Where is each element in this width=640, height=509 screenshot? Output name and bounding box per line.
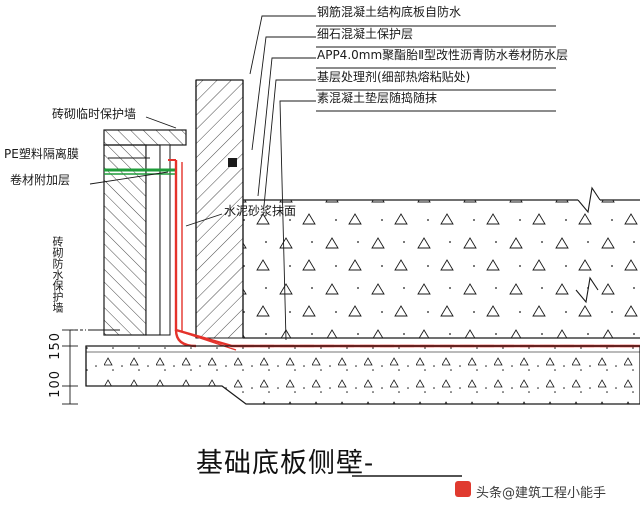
label-permanent-waterproof-wall: 砖砌防水保护墙 <box>51 236 64 313</box>
callout-membrane-additional-layer: 卷材附加层 <box>10 173 71 187</box>
pe-film-layer <box>104 168 176 175</box>
dimension-lines <box>62 329 86 405</box>
temporary-protection-wall <box>103 129 187 336</box>
leader-lines <box>88 15 316 341</box>
callout-base-primer: 基层处理剂(细部热熔粘贴处) <box>317 70 471 84</box>
callout-pe-film: PE塑料隔离膜 <box>4 147 79 161</box>
watermark-icon <box>455 481 471 497</box>
drawing-title: 基础底板侧壁- <box>196 448 375 479</box>
callout-temporary-protection-wall: 砖砌临时保护墙 <box>52 107 137 121</box>
dimension-100: 100 <box>48 370 63 398</box>
structural-slab <box>195 79 640 339</box>
watermark-text: 头条@建筑工程小能手 <box>476 486 607 501</box>
callout-underlines <box>316 25 556 112</box>
callout-fine-aggregate-protection: 细石混凝土保护层 <box>317 27 414 41</box>
detail-marker <box>228 158 237 167</box>
callout-cement-mortar-plaster: 水泥砂浆抹面 <box>224 204 297 218</box>
cushion-concrete-base <box>85 345 640 405</box>
callout-plain-concrete-cushion: 素混凝土垫层随捣随抹 <box>317 91 438 105</box>
dimension-150: 150 <box>48 332 63 360</box>
callout-app-membrane: APP4.0mm聚酯胎Ⅱ型改性沥青防水卷材防水层 <box>317 48 569 62</box>
callout-slab-self-waterproof: 钢筋混凝土结构底板自防水 <box>317 5 462 19</box>
